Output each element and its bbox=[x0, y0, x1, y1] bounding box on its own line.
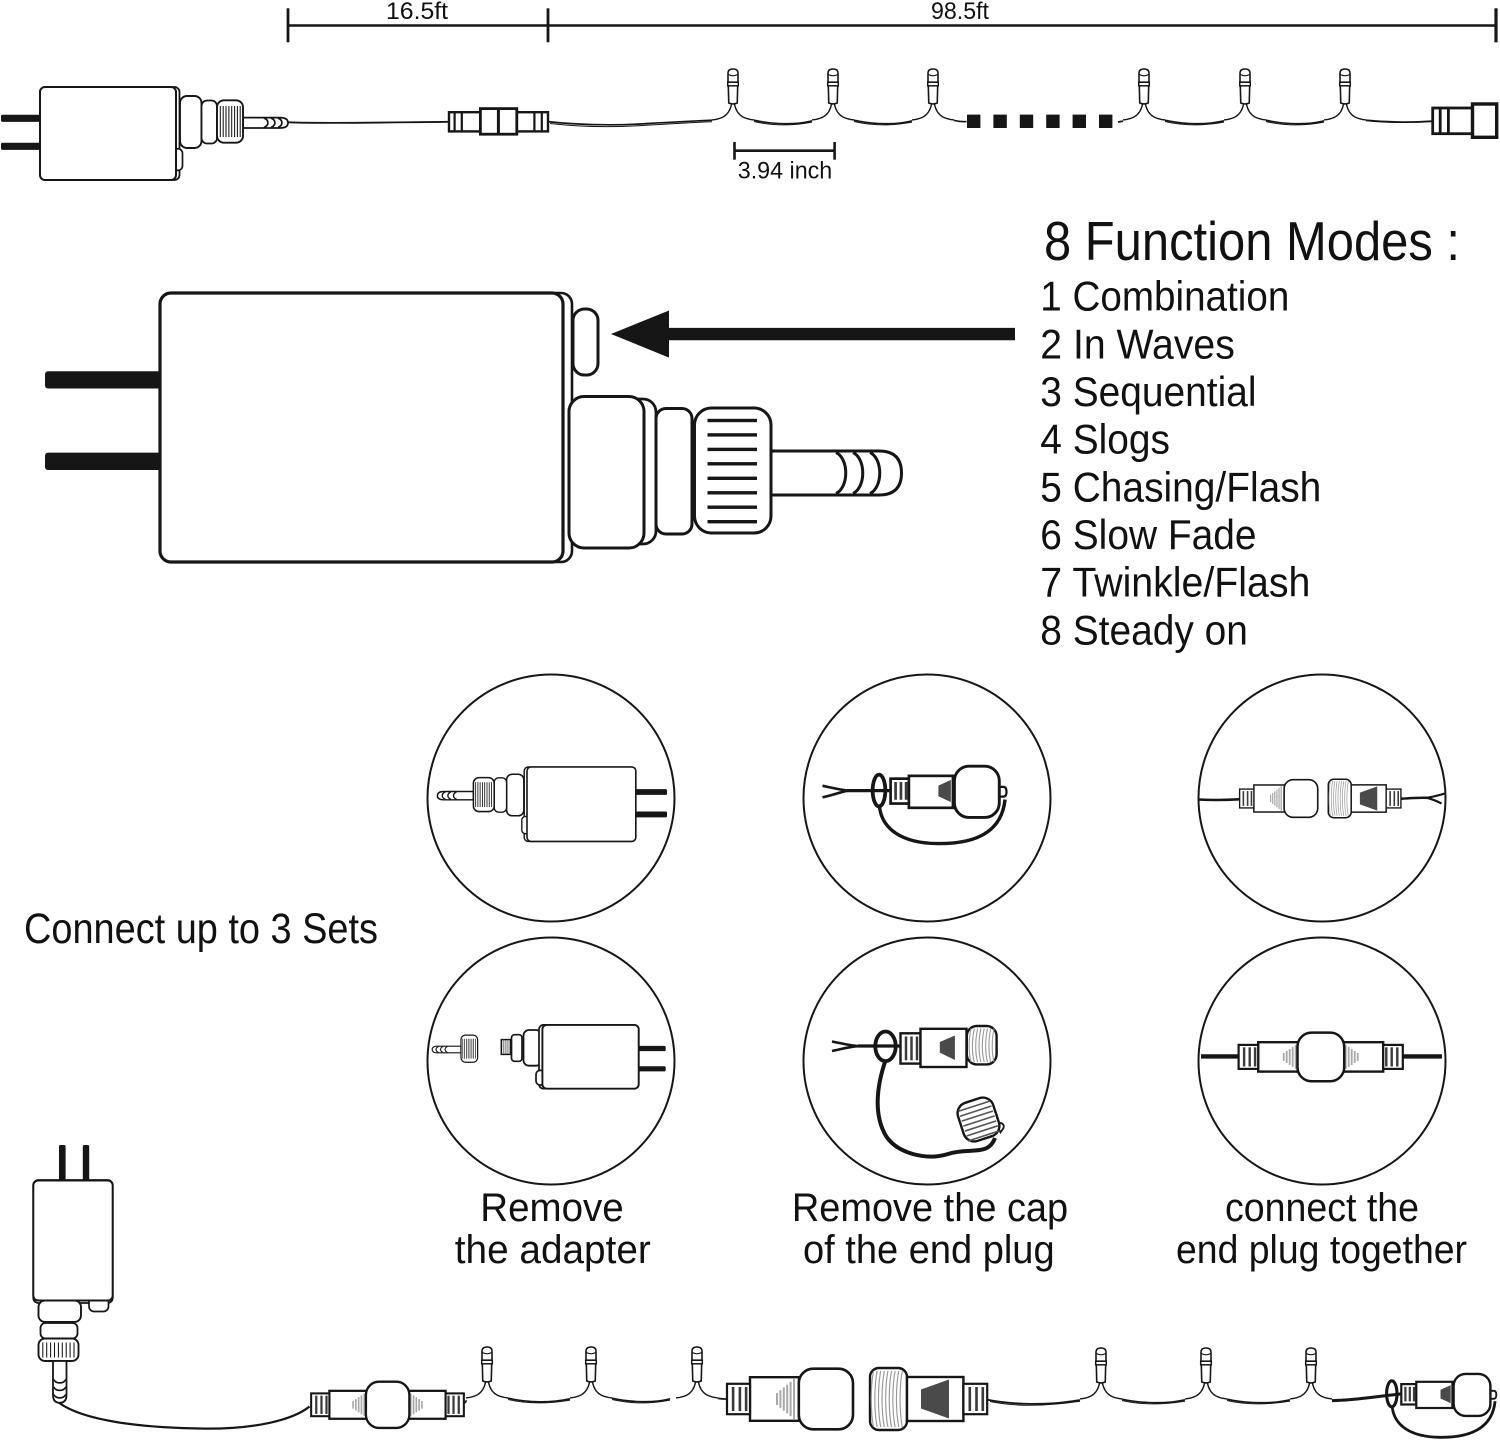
svg-text:7 Twinkle/Flash: 7 Twinkle/Flash bbox=[1040, 559, 1310, 606]
svg-text:98.5ft: 98.5ft bbox=[931, 0, 989, 25]
svg-text:Remove: Remove bbox=[480, 1186, 624, 1230]
svg-text:8 Function Modes :: 8 Function Modes : bbox=[1044, 210, 1460, 272]
svg-text:3.94 inch: 3.94 inch bbox=[738, 158, 833, 185]
svg-text:4 Slogs: 4 Slogs bbox=[1040, 416, 1170, 463]
svg-text:6 Slow Fade: 6 Slow Fade bbox=[1040, 511, 1256, 558]
svg-text:of the end plug: of the end plug bbox=[803, 1228, 1055, 1272]
svg-text:the adapter: the adapter bbox=[455, 1228, 651, 1272]
svg-text:16.5ft: 16.5ft bbox=[386, 0, 448, 25]
svg-text:2 In Waves: 2 In Waves bbox=[1040, 320, 1235, 367]
svg-text:8 Steady on: 8 Steady on bbox=[1040, 606, 1248, 653]
svg-text:Remove the cap: Remove the cap bbox=[792, 1186, 1068, 1230]
svg-text:5 Chasing/Flash: 5 Chasing/Flash bbox=[1040, 463, 1321, 510]
svg-text:3 Sequential: 3 Sequential bbox=[1040, 368, 1256, 415]
svg-text:1 Combination: 1 Combination bbox=[1040, 273, 1289, 320]
svg-text:end plug together: end plug together bbox=[1176, 1228, 1467, 1272]
svg-text:connect the: connect the bbox=[1225, 1186, 1419, 1230]
svg-text:Connect up to 3 Sets: Connect up to 3 Sets bbox=[24, 905, 378, 953]
